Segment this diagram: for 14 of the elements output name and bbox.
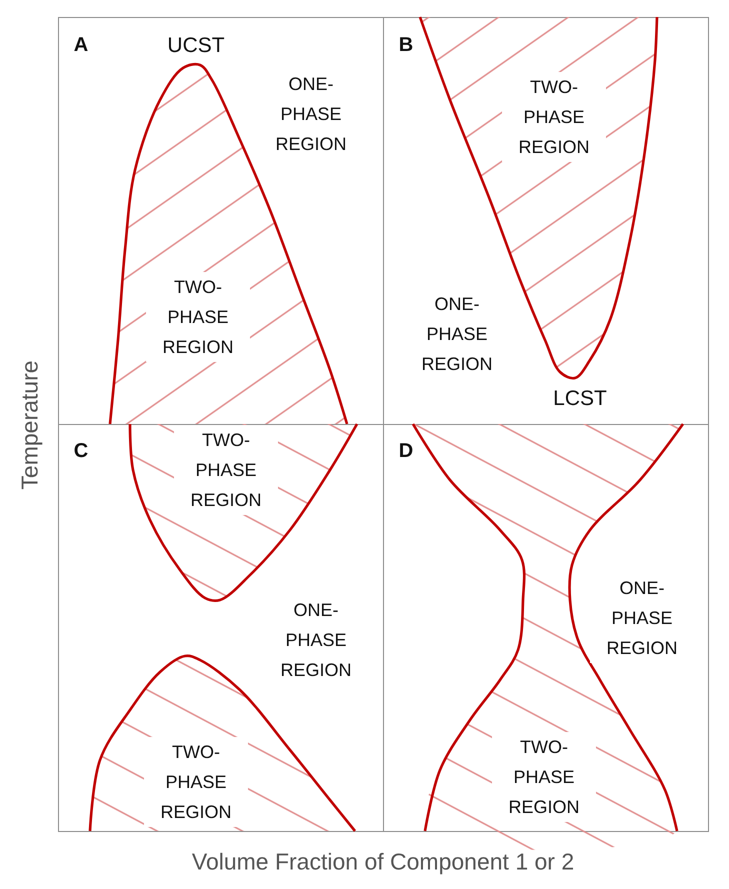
region-label: TWO-PHASE REGION (146, 272, 250, 362)
phase-diagram-panel (58, 424, 384, 832)
axis-title: Volume Fraction of Component 1 or 2 (192, 848, 574, 876)
panel-letter: C (72, 439, 90, 464)
region-label: TWO-PHASE REGION (144, 737, 248, 827)
phase-diagram-panel (58, 17, 384, 425)
axis-title: Temperature (16, 360, 44, 490)
phase-diagram-panel (383, 17, 709, 425)
panel-letter: A (72, 33, 90, 58)
panel-letter: B (398, 33, 414, 58)
region-label: TWO-PHASE REGION (492, 732, 596, 822)
region-label: TWO-PHASE REGION (174, 425, 278, 515)
panel-letter: D (398, 439, 414, 464)
region-label: TWO-PHASE REGION (502, 72, 606, 162)
